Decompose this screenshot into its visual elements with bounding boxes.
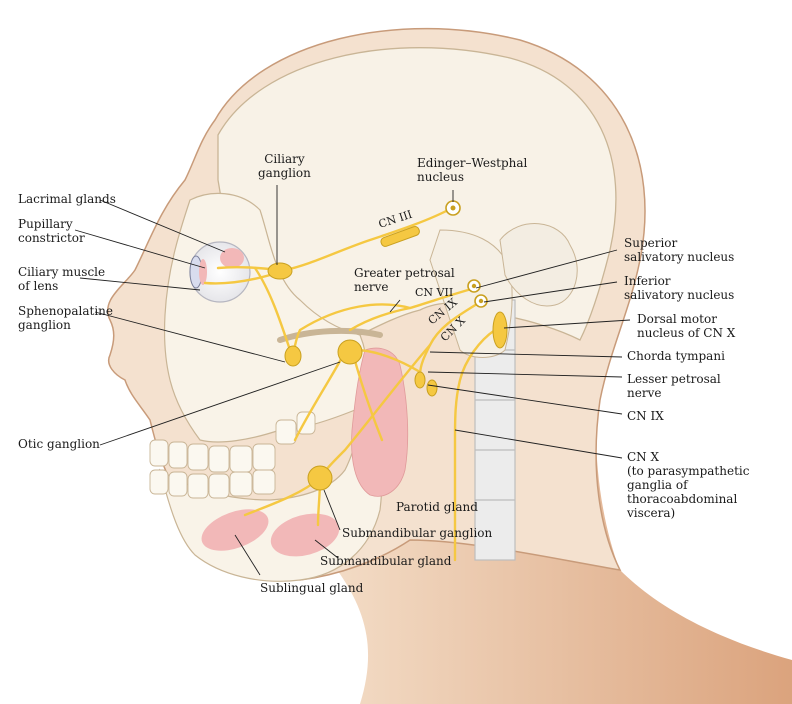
ganglia [267, 262, 438, 491]
label-line: Inferior [624, 274, 671, 288]
label-line: Lacrimal glands [18, 192, 116, 206]
label-line: Edinger–Westphal [417, 156, 528, 170]
label-line: Ciliary [264, 152, 305, 166]
label-line: salivatory nucleus [624, 288, 735, 302]
label-line: nerve [627, 386, 662, 400]
label-line: Chorda tympani [627, 349, 725, 363]
label-submandibular-ganglion: Submandibular ganglion [342, 526, 492, 540]
lacrimal-gland-shape [220, 248, 244, 268]
label-line: of lens [18, 279, 59, 293]
label-line: Sphenopalatine [18, 304, 114, 318]
label-line: nerve [354, 280, 389, 294]
label-line: thoracoabdominal [627, 492, 738, 506]
label-line: Lesser petrosal [627, 372, 721, 386]
label-greater-petrosal: Greater petrosal nerve [354, 266, 455, 294]
label-line: Parotid gland [396, 500, 478, 514]
label-lacrimal-glands: Lacrimal glands [18, 192, 116, 206]
cn-iii-bundle [380, 226, 420, 247]
label-line: Pupillary [18, 217, 73, 231]
label-line: ganglia of [627, 478, 688, 492]
nuclei [445, 200, 508, 349]
label-otic-ganglion: Otic ganglion [18, 437, 100, 451]
label-sphenopalatine: Sphenopalatine ganglion [18, 304, 113, 332]
label-line: constrictor [18, 231, 85, 245]
label-line: Otic ganglion [18, 437, 100, 451]
label-superior-salivatory: Superior salivatory nucleus [624, 236, 734, 264]
label-sublingual-gland: Sublingual gland [260, 581, 363, 595]
label-line: salivatory nucleus [624, 250, 735, 264]
label-line: (to parasympathetic [627, 464, 750, 478]
label-parotid-gland: Parotid gland [396, 500, 478, 514]
label-edinger-westphal: Edinger–Westphal nucleus [417, 156, 527, 184]
label-ciliary-ganglion: Ciliary ganglion [258, 152, 311, 180]
label-dorsal-motor: Dorsal motor nucleus of CN X [637, 312, 735, 340]
label-line: Greater petrosal [354, 266, 455, 280]
leader-lines [74, 185, 631, 576]
label-line: CN IX [627, 409, 664, 423]
teeth [149, 411, 316, 499]
label-line: ganglion [258, 166, 311, 180]
zygomatic-arch [277, 327, 383, 343]
label-cn-ix: CN IX [627, 409, 664, 423]
label-line: Ciliary muscle [18, 265, 106, 279]
cn-vii-label: CN VII [415, 286, 453, 299]
label-pupillary-constrictor: Pupillary constrictor [18, 217, 85, 245]
parotid-gland-shape [351, 347, 409, 497]
label-line: viscera) [627, 506, 676, 520]
label-inferior-salivatory: Inferior salivatory nucleus [624, 274, 734, 302]
label-line: Submandibular gland [320, 554, 452, 568]
label-line: ganglion [18, 318, 71, 332]
ciliary-muscle [199, 259, 207, 285]
label-line: Dorsal motor [637, 312, 717, 326]
label-submandibular-gland: Submandibular gland [320, 554, 451, 568]
label-line: nucleus [417, 170, 465, 184]
brainstem [429, 229, 513, 358]
label-cn-x: CN X (to parasympathetic ganglia of thor… [627, 450, 749, 520]
label-line: CN X [627, 450, 660, 464]
label-line: Sublingual gland [260, 581, 364, 595]
label-chorda-tympani: Chorda tympani [627, 349, 725, 363]
sublingual-gland-shape [201, 509, 269, 551]
label-lesser-petrosal: Lesser petrosal nerve [627, 372, 721, 400]
label-ciliary-muscle: Ciliary muscle of lens [18, 265, 105, 293]
label-line: Superior [624, 236, 678, 250]
label-line: Submandibular ganglion [342, 526, 493, 540]
label-line: nucleus of CN X [637, 326, 736, 340]
cerebellum [499, 223, 578, 307]
